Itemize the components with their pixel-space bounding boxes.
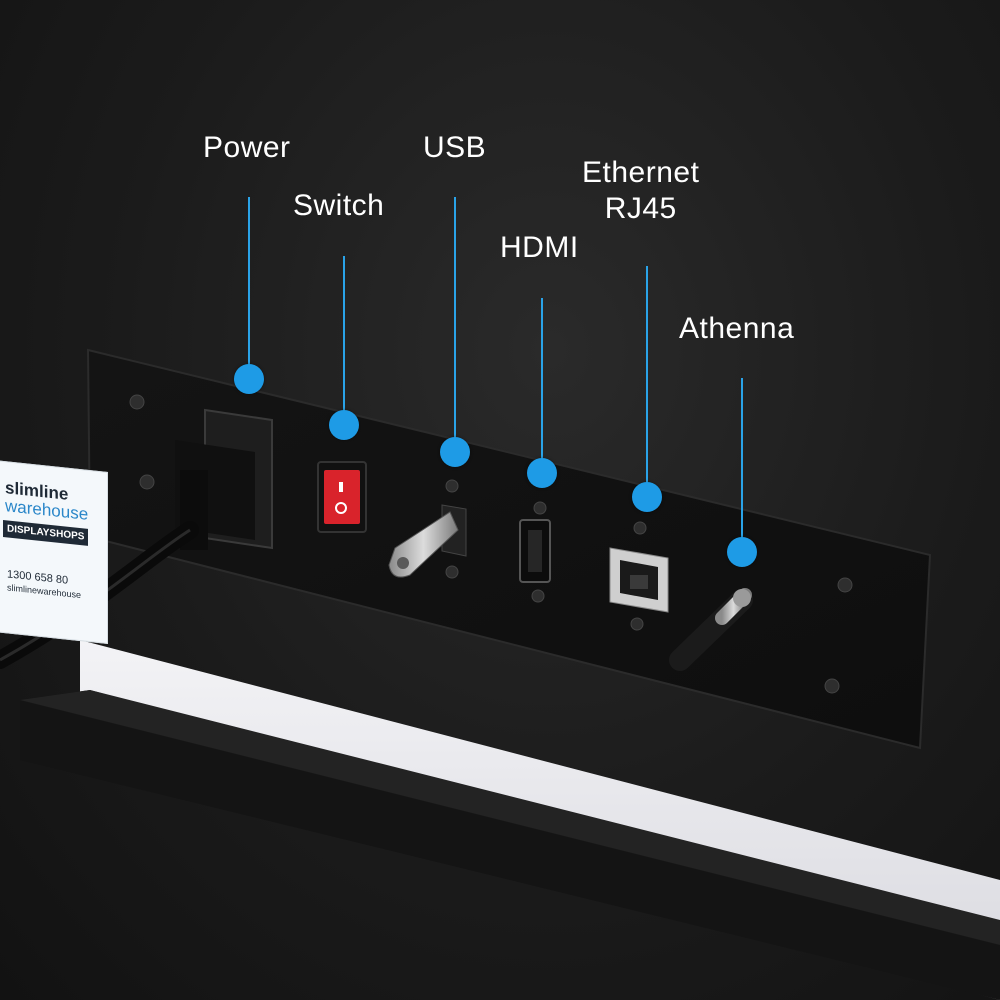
callout-dot-antenna: [727, 537, 757, 567]
callout-label-power: Power: [203, 131, 291, 164]
callout-line-antenna: [741, 378, 743, 538]
rj45-illustration: [609, 547, 669, 613]
callout-line-usb: [454, 197, 456, 439]
callout-label-ethernet-line1: Ethernet: [582, 156, 700, 189]
callout-label-antenna: Athenna: [679, 312, 795, 345]
switch-illustration: [317, 461, 367, 533]
callout-dot-ethernet: [632, 482, 662, 512]
antenna-illustration: [669, 588, 753, 671]
sticker-web: slimlinewarehouse: [7, 582, 82, 601]
hdmi-illustration: [519, 519, 551, 583]
base-plinth-top: [20, 690, 1000, 945]
callout-label-hdmi: HDMI: [500, 231, 579, 264]
base-plinth: [20, 690, 1000, 1000]
callout-label-ethernet-line2: RJ45: [604, 192, 677, 225]
callout-dot-switch: [329, 410, 359, 440]
callout-dot-power: [234, 364, 264, 394]
callout-label-usb: USB: [423, 131, 487, 164]
screws: [129, 394, 853, 694]
callout-line-switch: [343, 256, 345, 411]
callout-line-power: [248, 197, 250, 367]
power-inlet-illustration: [0, 408, 273, 669]
callout-label-ethernet: Ethernet RJ45: [582, 155, 699, 227]
callout-dot-hdmi: [527, 458, 557, 488]
callout-dot-usb: [440, 437, 470, 467]
callout-line-ethernet: [646, 266, 648, 484]
sticker-brand-line3: DISPLAYSHOPS: [3, 519, 89, 546]
usb-illustration: [388, 504, 467, 578]
brand-sticker: slimline warehouse DISPLAYSHOPS 1300 658…: [0, 460, 108, 644]
callout-line-hdmi: [541, 298, 543, 460]
callout-label-switch: Switch: [293, 189, 385, 222]
